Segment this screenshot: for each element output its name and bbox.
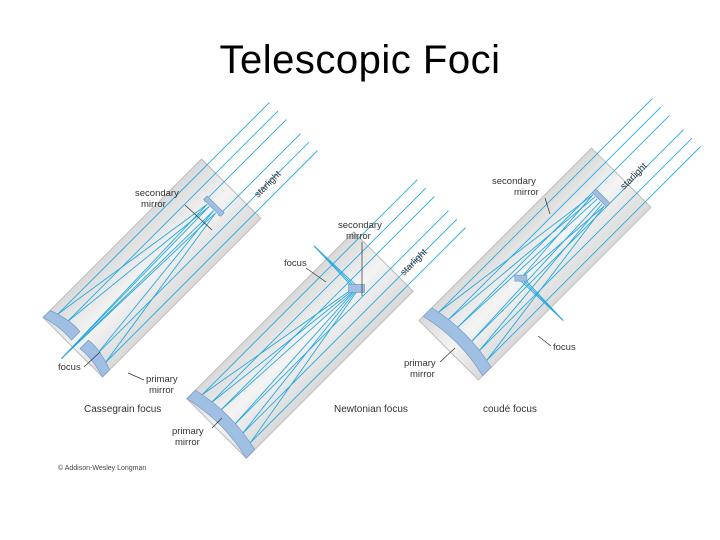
coude-secondary-leader	[544, 197, 551, 215]
newtonian-focus-label: focus	[284, 258, 307, 269]
cassegrain-focus-label: focus	[58, 362, 81, 373]
cassegrain-starlight-label: starlight	[252, 169, 284, 201]
newtonian-secondary-mirror	[348, 284, 365, 293]
newtonian-primary-label-1: primary	[172, 426, 204, 437]
newtonian-secondary-label-2: mirror	[346, 231, 371, 242]
slide-title: Telescopic Foci	[219, 38, 501, 82]
cassegrain-focus-leader	[83, 351, 101, 368]
coude-secondary-mirror	[591, 188, 611, 208]
cassegrain-primary-label-2: mirror	[149, 385, 174, 396]
coude-tube	[418, 147, 652, 381]
newtonian-primary-leader	[211, 417, 223, 429]
coude-secondary-label-2: mirror	[514, 187, 539, 198]
coude-secondary-label-1: secondary	[492, 176, 536, 187]
cassegrain-telescope: starlight secondary mirror focus primary…	[42, 102, 318, 415]
newtonian-telescope: starlight secondary mirror focus primary…	[172, 179, 466, 459]
cassegrain-caption: Cassegrain focus	[84, 404, 161, 415]
cassegrain-secondary-leader	[184, 204, 213, 231]
coude-incoming-rays	[438, 98, 701, 361]
newtonian-primary-label-2: mirror	[175, 437, 200, 448]
coude-caption: coudé focus	[483, 404, 537, 415]
coude-telescope: starlight secondary mirror focus primary…	[404, 98, 701, 415]
cassegrain-incoming-rays	[56, 102, 318, 364]
newtonian-secondary-label-1: secondary	[338, 220, 382, 231]
newtonian-primary-mirror	[186, 389, 256, 459]
newtonian-focus-leader	[305, 267, 327, 283]
newtonian-incoming-rays	[202, 179, 466, 443]
coude-focus-label: focus	[553, 342, 576, 353]
cassegrain-secondary-mirror	[203, 195, 225, 217]
coude-tertiary-mirror	[514, 274, 528, 282]
coude-primary-label-1: primary	[404, 358, 436, 369]
newtonian-caption: Newtonian focus	[334, 404, 408, 415]
cassegrain-primary-mirror-right	[79, 339, 110, 378]
copyright-credit: © Addison-Wesley Longman	[58, 464, 146, 472]
coude-starlight-label: starlight	[618, 161, 650, 193]
cassegrain-secondary-label-2: mirror	[141, 199, 166, 210]
coude-primary-label-2: mirror	[410, 369, 435, 380]
cassegrain-primary-mirror	[42, 310, 81, 341]
cassegrain-primary-leader	[127, 372, 145, 381]
coude-primary-mirror	[422, 307, 492, 377]
cassegrain-secondary-label-1: secondary	[135, 188, 179, 199]
cassegrain-primary-label-1: primary	[146, 374, 178, 385]
newtonian-starlight-label: starlight	[398, 247, 430, 279]
coude-focus-leader	[537, 335, 552, 347]
coude-primary-leader	[439, 347, 456, 363]
